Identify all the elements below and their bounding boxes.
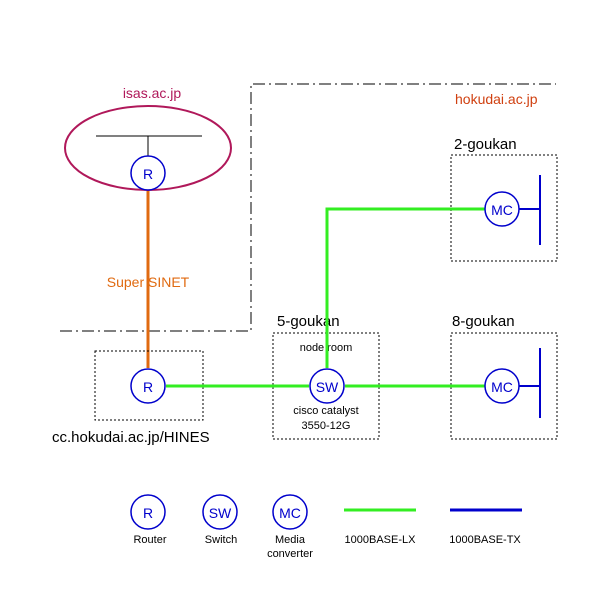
svg-text:Media: Media: [275, 534, 306, 546]
super-sinet-label: Super SINET: [107, 274, 190, 290]
svg-text:converter: converter: [267, 548, 313, 560]
goukan8-label: 8-goukan: [452, 313, 515, 330]
legend: R Router SW Switch MC Media converter 10…: [130, 494, 522, 560]
hokudai-label: hokudai.ac.jp: [455, 91, 538, 107]
svg-text:MC: MC: [491, 202, 513, 218]
svg-text:R: R: [143, 166, 153, 182]
goukan8-box: [450, 332, 558, 440]
router-cc-node: R: [130, 368, 166, 404]
svg-text:SW: SW: [209, 505, 232, 521]
switch-5goukan-node: SW: [309, 368, 345, 404]
svg-text:MC: MC: [491, 379, 513, 395]
svg-text:Switch: Switch: [205, 534, 237, 546]
goukan5-label: 5-goukan: [277, 313, 340, 330]
goukan2-box: [450, 154, 558, 262]
svg-text:Router: Router: [133, 534, 166, 546]
router-isas-node: R: [130, 155, 166, 191]
legend-1000base-lx: 1000BASE-LX: [344, 508, 417, 546]
media-converter-8goukan-node: MC: [484, 368, 520, 404]
svg-text:MC: MC: [279, 505, 301, 521]
legend-router: R Router: [130, 494, 167, 546]
media-converter-2goukan-node: MC: [484, 191, 520, 227]
cc-label: cc.hokudai.ac.jp/HINES: [52, 429, 210, 446]
cc-box: [94, 350, 204, 421]
legend-switch: SW Switch: [202, 494, 238, 546]
device-model-line2: 3550-12G: [302, 420, 351, 432]
lx-link-sw-mc2: [325, 207, 485, 368]
device-model-line1: cisco catalyst: [293, 405, 358, 417]
svg-text:1000BASE-TX: 1000BASE-TX: [449, 534, 521, 546]
isas-label: isas.ac.jp: [123, 85, 182, 101]
legend-1000base-tx: 1000BASE-TX: [449, 508, 522, 546]
svg-text:SW: SW: [316, 379, 339, 395]
svg-text:1000BASE-LX: 1000BASE-LX: [345, 534, 417, 546]
hokudai-boundary: [60, 83, 556, 332]
goukan2-label: 2-goukan: [454, 136, 517, 153]
svg-text:R: R: [143, 505, 153, 521]
legend-media-converter: MC Media converter: [267, 494, 313, 560]
svg-text:R: R: [143, 379, 153, 395]
